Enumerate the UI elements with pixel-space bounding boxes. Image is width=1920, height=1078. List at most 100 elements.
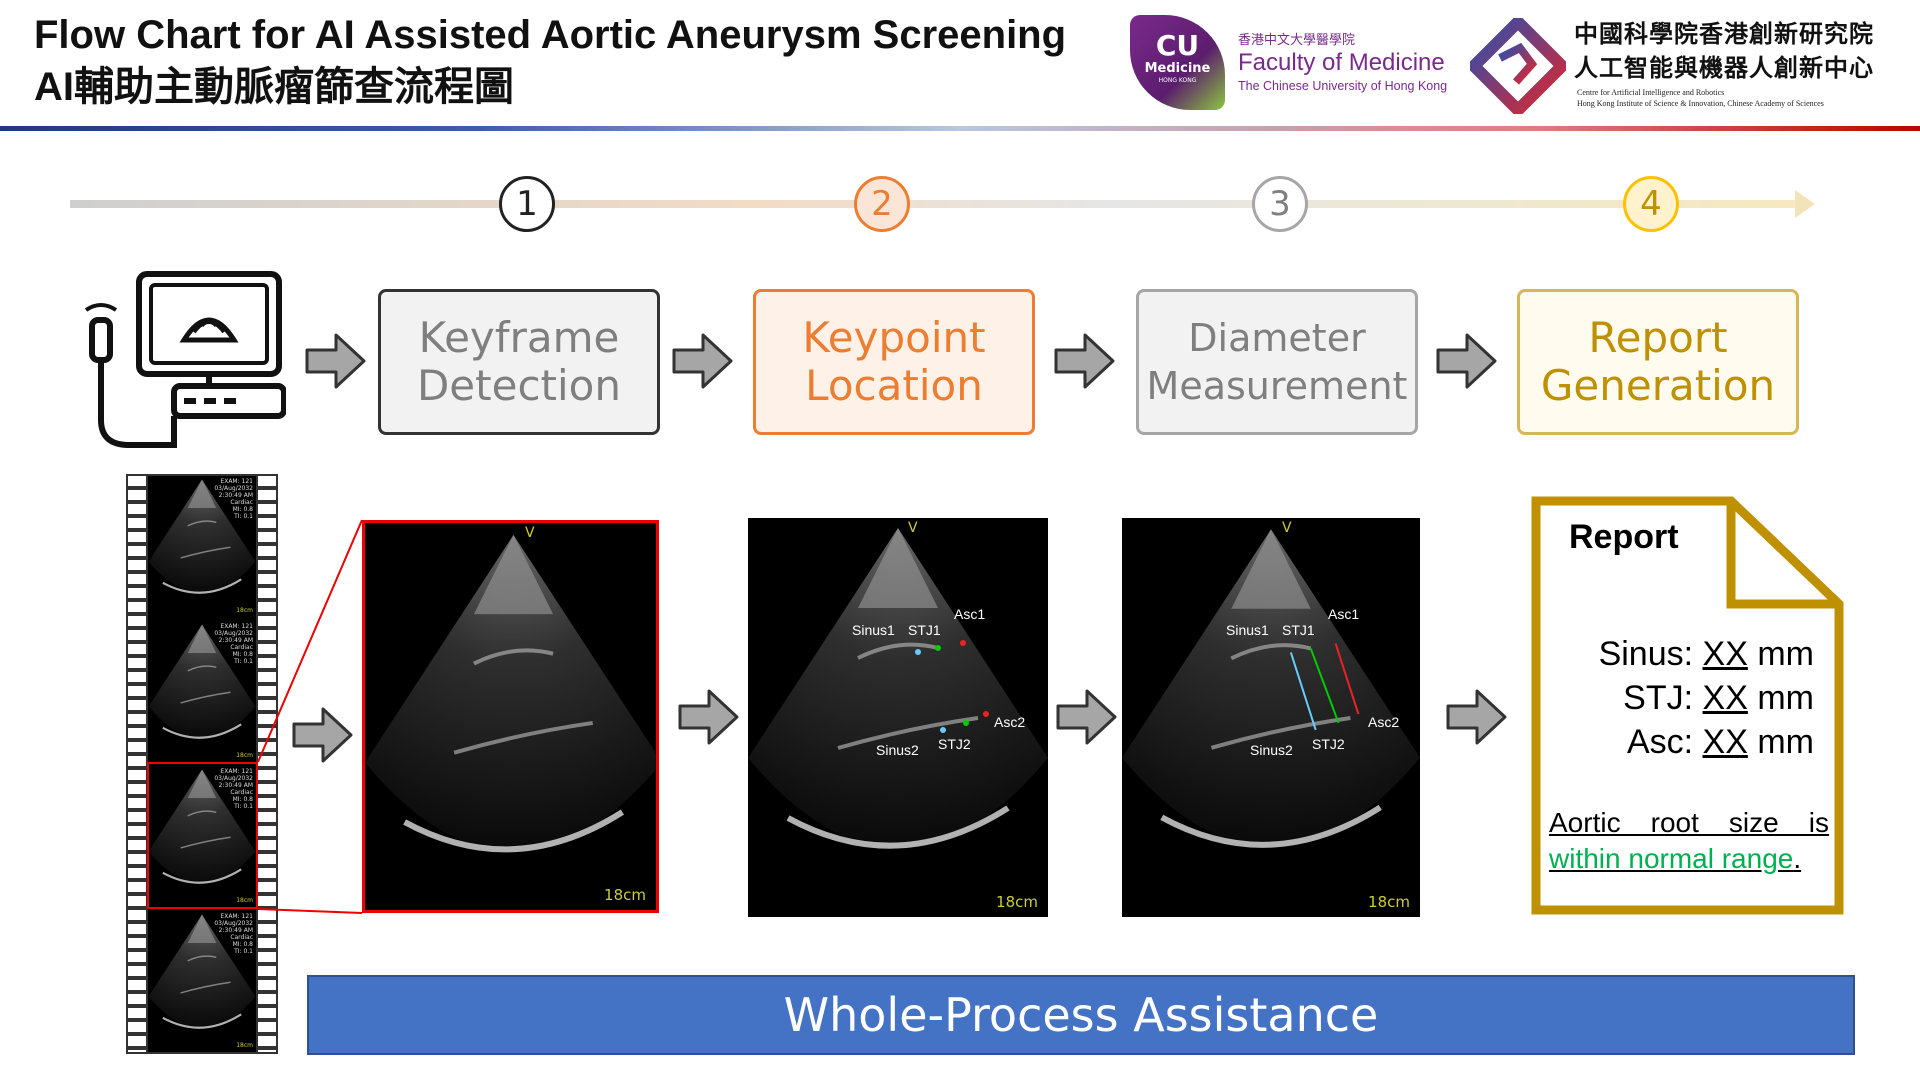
frame-info-line: TI: 0.1 — [234, 658, 253, 665]
step-label: Keypoint — [802, 313, 986, 362]
step-label: Location — [805, 361, 983, 410]
row-unit: mm — [1757, 679, 1814, 717]
label-stj1: STJ1 — [1282, 622, 1315, 638]
report-row-asc: Asc: XX mm — [1599, 720, 1814, 764]
label-sinus1: Sinus1 — [1226, 622, 1269, 638]
frame-depth: 18cm — [236, 752, 253, 759]
arrow-right-icon — [1446, 689, 1507, 745]
step-label: Generation — [1540, 361, 1776, 410]
step-label: Detection — [416, 361, 622, 410]
diameter-measurement-image: Sinus1 STJ1 Asc1 Sinus2 STJ2 Asc2 V 18cm — [1122, 518, 1420, 917]
cuhk-medicine-logo: CU Medicine HONG KONG — [1130, 15, 1225, 110]
frame-info-line: EXAM: 121 — [220, 913, 253, 920]
report-conclusion-line2: within normal range. — [1549, 842, 1801, 876]
frame-info-line: 2:30:49 AM — [218, 637, 253, 644]
row-label: Sinus: — [1598, 635, 1694, 673]
normal-status: within normal range — [1549, 843, 1794, 874]
label-sinus1: Sinus1 — [852, 622, 895, 638]
step-marker-3: 3 — [1252, 176, 1308, 232]
frame-depth: 18cm — [236, 607, 253, 614]
probe-marker: V — [525, 525, 535, 541]
selected-keyframe-highlight — [147, 762, 258, 909]
cair-zh-line1: 中國科學院香港創新研究院 — [1574, 19, 1874, 48]
arrow-right-icon — [1054, 333, 1115, 389]
cair-logo-mark — [1470, 18, 1566, 114]
step-label: Diameter — [1188, 316, 1366, 360]
period: . — [1793, 843, 1802, 874]
arrow-right-icon — [305, 333, 366, 389]
frame-info-line: TI: 0.1 — [234, 803, 253, 810]
arrow-right-icon — [672, 333, 733, 389]
row-value: XX — [1702, 635, 1748, 673]
label-stj2: STJ2 — [938, 736, 971, 752]
probe-marker: V — [1282, 520, 1292, 536]
arrow-right-icon — [1436, 333, 1497, 389]
row-label: Asc: — [1626, 723, 1694, 761]
frame-info-line: MI: 0.8 — [232, 651, 253, 658]
film-sprocket-right — [256, 474, 278, 1054]
timeline-bar — [70, 200, 1800, 208]
report-conclusion-line1: Aortic root size is — [1549, 807, 1829, 838]
film-sprocket-left — [126, 474, 148, 1054]
frame-info-line: Cardiac — [230, 934, 253, 941]
keypoint-image: Sinus1 STJ1 Asc1 Sinus2 STJ2 Asc2 V 18cm — [748, 518, 1048, 917]
report-row-sinus: Sinus: XX mm — [1599, 632, 1814, 676]
row-value: XX — [1702, 723, 1748, 761]
report-title: Report — [1569, 518, 1679, 556]
logo-text: Medicine — [1144, 61, 1211, 76]
label-stj1: STJ1 — [908, 622, 941, 638]
frame-info-line: 2:30:49 AM — [218, 492, 253, 499]
frame-info-line: Cardiac — [230, 789, 253, 796]
frame-info-line: 03/Aug/2032 — [214, 920, 253, 927]
frame-info-line: 03/Aug/2032 — [214, 485, 253, 492]
keyframe-image: V 18cm — [362, 520, 659, 913]
label-asc1: Asc1 — [1328, 606, 1360, 622]
step-label: Measurement — [1146, 364, 1408, 408]
logo-text: HONG KONG — [1158, 77, 1197, 84]
frame-info-line: TI: 0.1 — [234, 948, 253, 955]
header-divider — [0, 126, 1920, 131]
label-asc2: Asc2 — [1368, 714, 1400, 730]
whole-process-banner: Whole-Process Assistance — [307, 975, 1855, 1055]
frame-info-line: 2:30:49 AM — [218, 927, 253, 934]
row-unit: mm — [1757, 635, 1814, 673]
ultrasound-machine-icon — [84, 271, 286, 448]
document-icon — [1531, 496, 1844, 915]
arrow-right-icon — [292, 707, 353, 763]
report-measurements: Sinus: XX mm STJ: XX mm Asc: XX mm — [1599, 632, 1814, 764]
frame-info-line: MI: 0.8 — [232, 796, 253, 803]
frame-info-line: EXAM: 121 — [220, 623, 253, 630]
frame-info-line: TI: 0.1 — [234, 513, 253, 520]
title-english: Flow Chart for AI Assisted Aortic Aneury… — [34, 13, 1067, 57]
cair-en-line2: Hong Kong Institute of Science & Innovat… — [1577, 99, 1824, 108]
frame-info-line: MI: 0.8 — [232, 506, 253, 513]
frame-info-line: 03/Aug/2032 — [214, 630, 253, 637]
logo-text: CU — [1155, 29, 1200, 62]
cuhk-zh-name: 香港中文大學醫學院 — [1238, 33, 1356, 48]
title-chinese: AI輔助主動脈瘤篩查流程圖 — [34, 65, 514, 109]
report-row-stj: STJ: XX mm — [1599, 676, 1814, 720]
frame-depth: 18cm — [236, 897, 253, 904]
step-marker-2: 2 — [854, 176, 910, 232]
cuhk-faculty-name: Faculty of Medicine — [1238, 49, 1445, 76]
label-asc1: Asc1 — [954, 606, 986, 622]
frame-info-line: EXAM: 121 — [220, 478, 253, 485]
step-marker-1: 1 — [499, 176, 555, 232]
frame-info-line: Cardiac — [230, 644, 253, 651]
frame-info-line: EXAM: 121 — [220, 768, 253, 775]
label-sinus2: Sinus2 — [876, 742, 919, 758]
row-label: STJ: — [1623, 679, 1694, 717]
arrow-right-icon — [678, 689, 739, 745]
row-value: XX — [1702, 679, 1748, 717]
report-document: Report Sinus: XX mm STJ: XX mm Asc: XX m… — [1531, 496, 1844, 915]
frame-info-line: MI: 0.8 — [232, 941, 253, 948]
